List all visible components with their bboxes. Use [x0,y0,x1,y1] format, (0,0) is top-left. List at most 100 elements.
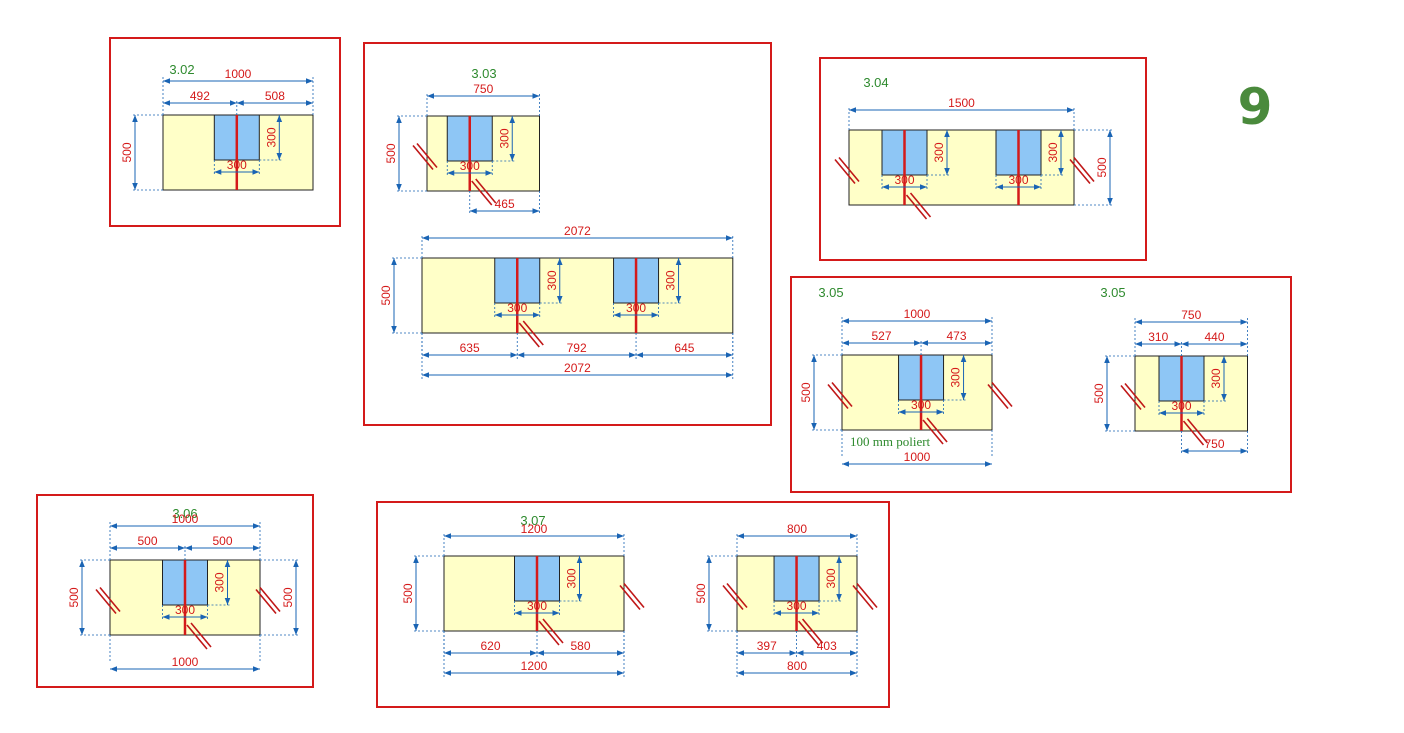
sink-height-dim-text: 300 [664,270,678,290]
hatch-bottom-b [926,417,948,443]
hatch-left-a [95,588,117,615]
drawing-label: 3.05 [1100,285,1125,300]
top-left-dim-text: 500 [137,534,157,548]
left-height-dim-text: 500 [120,142,134,162]
left-height-dim-text: 500 [401,583,415,603]
hatch-right-a [255,588,277,615]
bottom-segment-dim-text: 403 [817,639,837,653]
bottom-segment-dim-text: 635 [460,341,480,355]
bottom-segment-dim-text: 397 [757,639,777,653]
hatch-left-b [726,582,748,609]
top-overall-dim-text: 1000 [225,67,252,81]
hatch-right-a [619,584,641,611]
bottom-overall-dim-text: 1000 [172,655,199,669]
bottom-overall-dim-text: 800 [787,659,807,673]
hatch-bottom-a [186,624,208,650]
sink-width-dim-text: 300 [175,603,195,617]
drawing-label: 3.04 [863,75,888,90]
drawing-frame [819,57,1147,261]
top-overall-dim-text: 1500 [948,96,975,110]
top-overall-dim-text: 800 [787,522,807,536]
sink-height-dim-text: 300 [565,568,579,588]
top-left-dim-text: 310 [1148,330,1168,344]
top-overall-dim-text: 1200 [521,522,548,536]
sink-height-dim-text: 300 [213,572,227,592]
top-left-dim-text: 527 [872,329,892,343]
drawing-frame [363,42,772,426]
hatch-right-a [1069,158,1091,185]
sink-width-dim-text: 300 [507,301,527,315]
top-overall-dim-text: 2072 [564,224,591,238]
left-height-dim-text: 500 [67,587,81,607]
hatch-left-b [838,156,860,183]
hatch-right-a [852,584,874,611]
hatch-bottom-a [797,620,820,646]
top-left-dim-text: 492 [190,89,210,103]
hatch-right-b [856,582,878,609]
hatch-left-a [722,584,744,611]
drawing-frame [36,494,314,688]
top-overall-dim-text: 1000 [172,512,199,526]
top-right-dim-text: 440 [1204,330,1224,344]
hatch-right-b [991,381,1013,408]
sink-height-dim-text: 300 [824,568,838,588]
left-height-dim-text: 500 [1092,383,1106,403]
sink-height-dim-text: 300 [545,270,559,290]
sink-width-dim-text: 300 [911,398,931,412]
drawing-label: 3.02 [169,62,194,77]
hatch-left-a [412,144,434,171]
left-height-dim-text: 500 [799,382,813,402]
right-height-dim-text: 500 [1095,157,1109,177]
hatch-right-b [1073,156,1095,183]
bottom-overall-dim-text: 2072 [564,361,591,375]
sink-width-dim-text: 300 [1008,173,1028,187]
hatch-left-a [834,158,856,185]
top-right-dim-text: 500 [212,534,232,548]
bottom-segment-dim-text: 645 [674,341,694,355]
polished-note: 100 mm poliert [850,434,931,449]
countertop-panel [421,257,734,334]
hatch-bottom-b [522,320,544,346]
drawing-label: 3.07 [520,513,545,528]
bottom-segment-dim-text: 620 [480,639,500,653]
hatch-right-a [987,383,1009,410]
hatch-bottom-b [475,178,497,204]
sink-height-dim-text: 300 [949,367,963,387]
hatch-left-a [827,383,849,410]
sink-height-dim-text: 300 [264,127,278,147]
bottom-dim-text: 750 [1204,437,1224,451]
hatch-bottom-b [909,192,932,218]
hatch-left-a [1120,384,1142,411]
sink-width-dim-text: 300 [227,158,247,172]
sink-height-dim-text: 300 [932,142,946,162]
hatch-left-b [99,586,121,613]
drawing-label: 3.06 [172,506,197,521]
hatch-left-b [831,381,853,408]
top-right-dim-text: 473 [947,329,967,343]
drawing-frame [109,37,341,227]
hatch-bottom-a [922,419,944,445]
hatch-bottom-a [1182,420,1205,446]
bottom-segment-dim-text: 580 [570,639,590,653]
hatch-bottom-a [471,180,493,206]
sink-height-dim-text: 300 [1209,368,1223,388]
bottom-overall-dim-text: 1200 [521,659,548,673]
sink-width-dim-text: 300 [1171,399,1191,413]
drawing-label: 3.05 [818,285,843,300]
left-height-dim-text: 500 [384,143,398,163]
hatch-bottom-a [518,322,540,348]
hatch-bottom-b [1186,418,1209,444]
